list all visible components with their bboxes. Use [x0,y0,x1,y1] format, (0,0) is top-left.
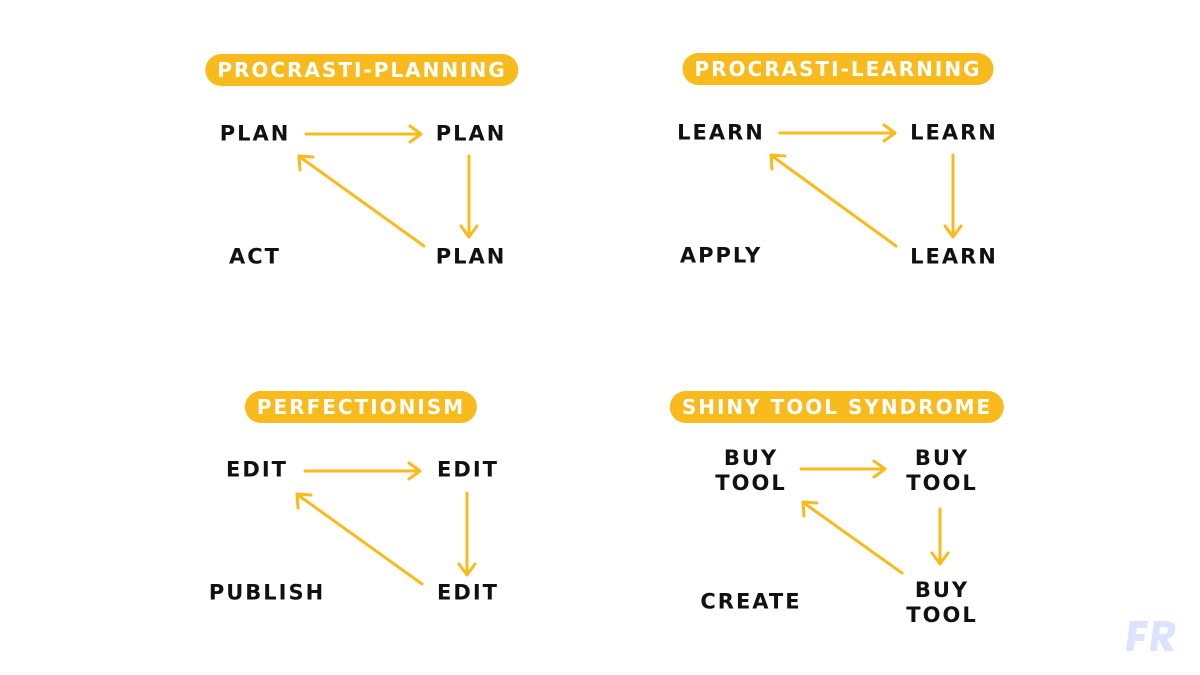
node-label-line: PLAN [435,244,507,269]
panel-perfectionism: PERFECTIONISM EDIT EDIT EDIT PUBLISH [0,337,600,674]
arrow-down [457,491,477,577]
node-alternative: APPLY [680,244,762,269]
cycle-arrows [297,124,479,248]
node-label-line: ACT [229,244,281,269]
arrow-diagonal [801,500,904,575]
node-label-line: TOOL [906,471,978,495]
node-label-line: EDIT [437,457,499,482]
node-a: PLAN [220,122,291,147]
node-label-line: EDIT [437,580,499,605]
cycle-arrows [769,123,963,248]
node-a: LEARN [677,121,765,146]
node-label-line: CREATE [700,589,802,614]
panel-title: PERFECTIONISM [244,391,478,423]
node-label-line: BUY [914,578,970,602]
node-label-line: PLAN [435,121,507,146]
node-label-line: BUY [914,446,970,470]
node-alternative: ACT [229,245,281,270]
panel-title: PROCRASTI-PLANNING [205,54,519,86]
node-c: EDIT [437,581,499,606]
arrow-down [930,507,950,566]
node-b: EDIT [437,458,499,483]
arrow-diagonal [297,154,426,248]
node-label-line: PUBLISH [208,580,326,605]
panel-procrasti-learning: PROCRASTI-LEARNING LEARN LEARN LEARN APP… [600,0,1200,337]
arrow-down [459,154,479,239]
arrow-diagonal [295,492,424,586]
node-c: PLAN [436,245,507,270]
node-b: LEARN [910,121,998,146]
node-label-line: TOOL [906,603,978,627]
node-alternative: CREATE [700,590,801,615]
arrow-right [304,124,423,144]
node-b: PLAN [436,122,507,147]
node-label-line: BUY [723,446,779,470]
node-label-line: LEARN [677,120,765,145]
node-label-line: LEARN [910,120,998,145]
panel-title: PROCRASTI-LEARNING [682,53,994,85]
arrow-right [778,123,897,143]
node-c: LEARN [910,245,998,270]
node-label-line: EDIT [226,457,288,482]
arrow-right [799,459,887,479]
node-a: EDIT [226,458,288,483]
node-label-line: APPLY [679,243,763,268]
node-label-line: TOOL [715,471,787,495]
cycle-arrows [295,461,477,586]
arrow-right [303,461,422,481]
node-alternative: PUBLISH [209,581,325,606]
node-label-line: LEARN [910,244,998,269]
fr-logo-icon [1126,621,1176,651]
panel-title: SHINY TOOL SYNDROME [669,391,1005,423]
node-label-line: PLAN [219,121,291,146]
arrow-down [943,153,963,239]
cycle-arrows [799,459,950,575]
arrow-diagonal [769,153,898,248]
panel-procrasti-planning: PROCRASTI-PLANNING PLAN PLAN PLAN ACT [0,0,600,337]
